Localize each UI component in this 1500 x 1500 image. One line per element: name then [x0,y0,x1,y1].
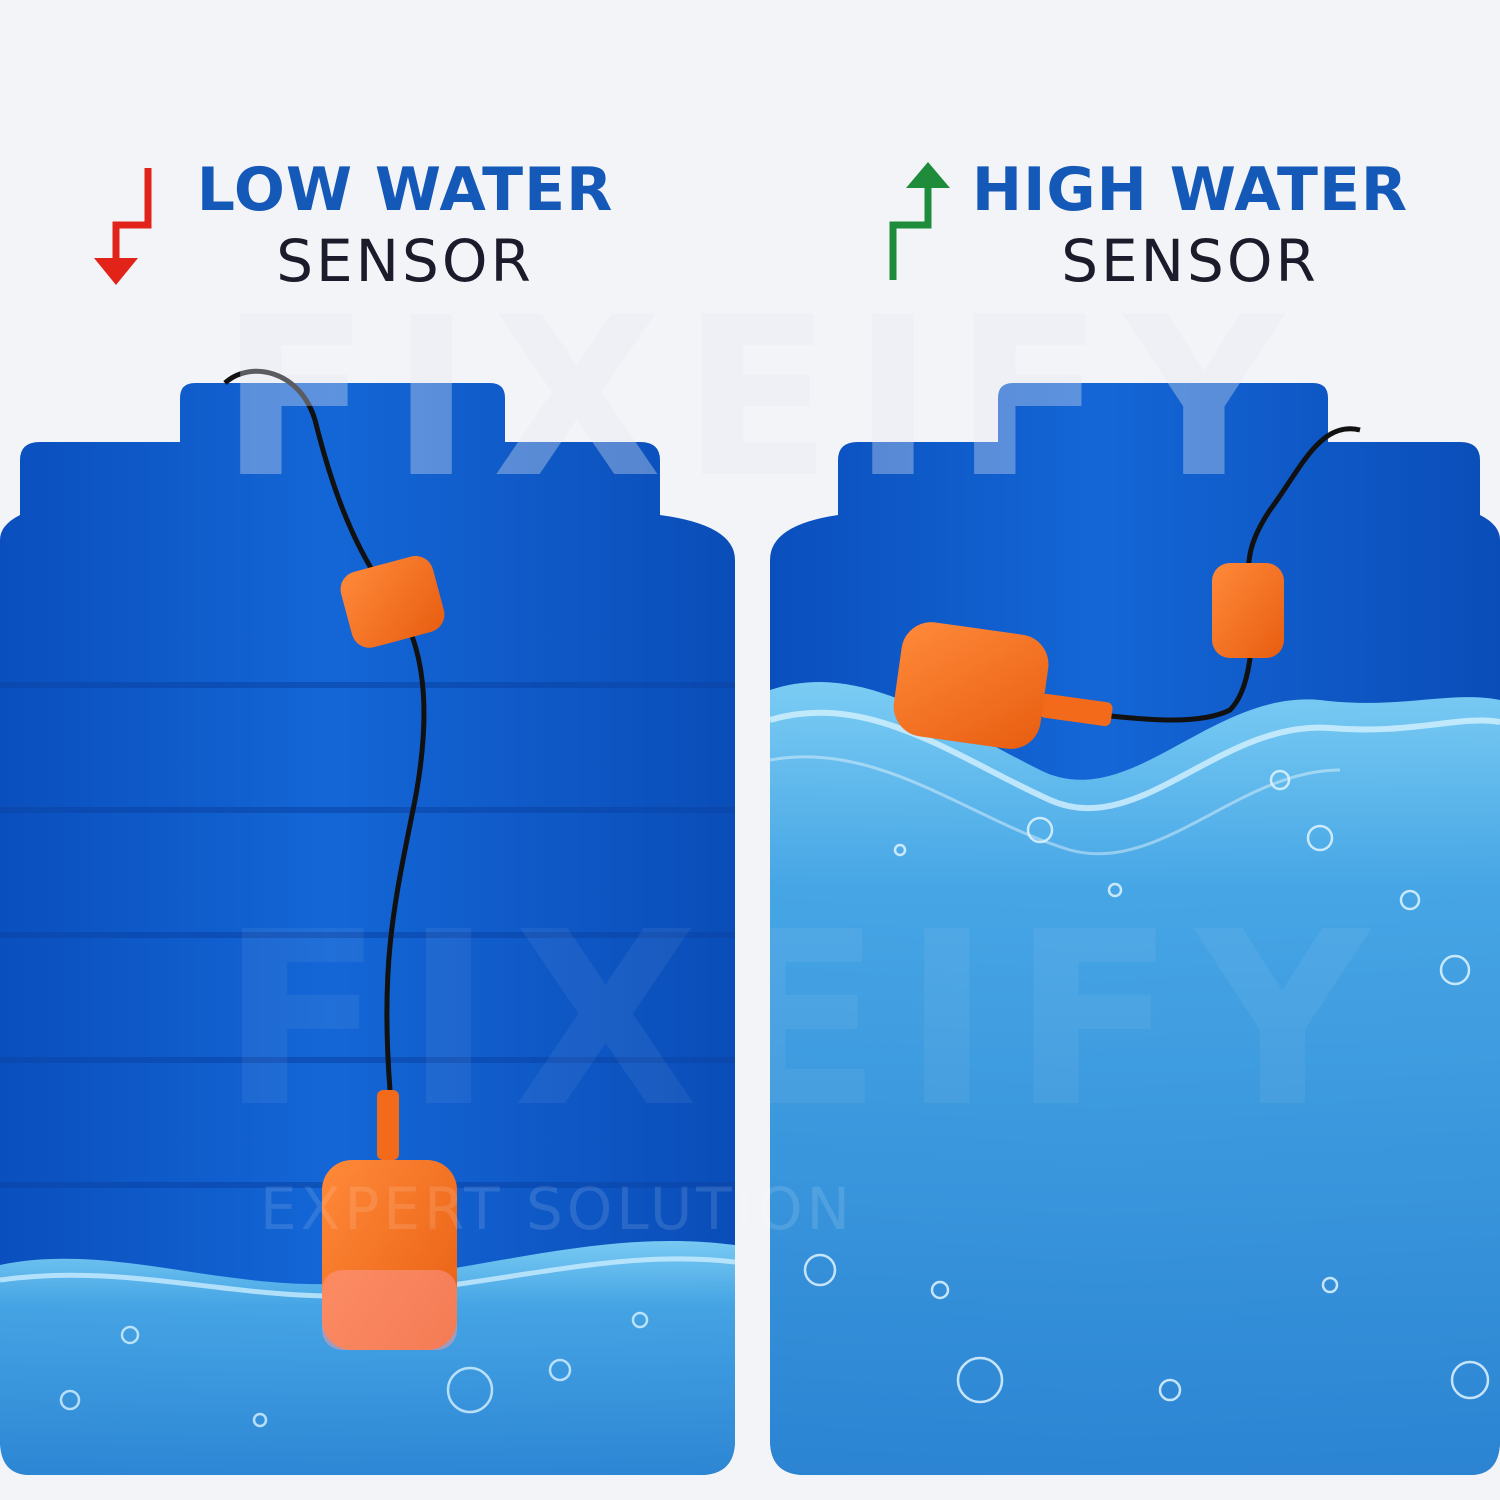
left-counterweight [340,555,445,648]
high-water-title: HIGH WATER [971,155,1409,225]
low-water-title: LOW WATER [196,155,614,225]
left-float-switch [322,1090,457,1350]
right-water [770,682,1500,1475]
right-bubbles [803,769,1490,1404]
left-tank-body [0,383,735,1475]
arrow-up-step-icon [889,162,950,280]
arrow-down-step-icon [94,168,152,285]
left-tank [0,368,735,1475]
left-water [0,1240,735,1475]
right-float-switch [893,622,1113,749]
high-water-sensor-label: HIGH WATER SENSOR [960,160,1420,290]
low-water-subtitle: SENSOR [276,227,534,295]
high-water-subtitle: SENSOR [1061,227,1319,295]
right-counterweight [1212,563,1284,658]
right-tank [770,383,1500,1475]
low-water-sensor-label: LOW WATER SENSOR [180,160,630,290]
